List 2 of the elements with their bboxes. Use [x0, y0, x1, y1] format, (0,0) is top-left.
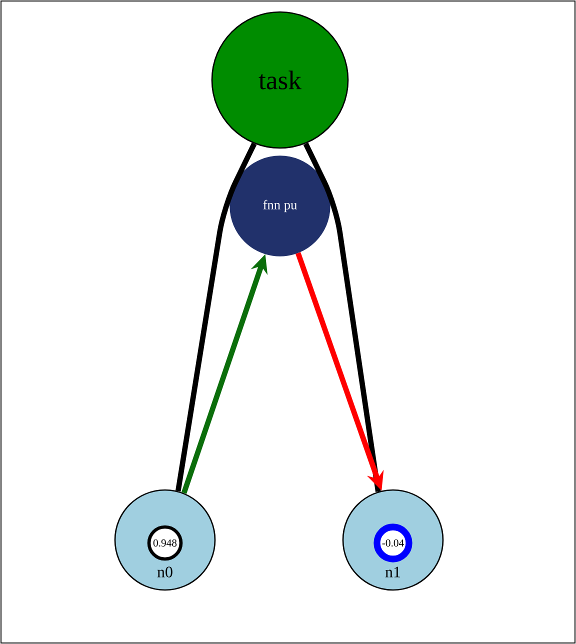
connector-line: [303, 142, 381, 492]
connector-line: [175, 142, 257, 492]
